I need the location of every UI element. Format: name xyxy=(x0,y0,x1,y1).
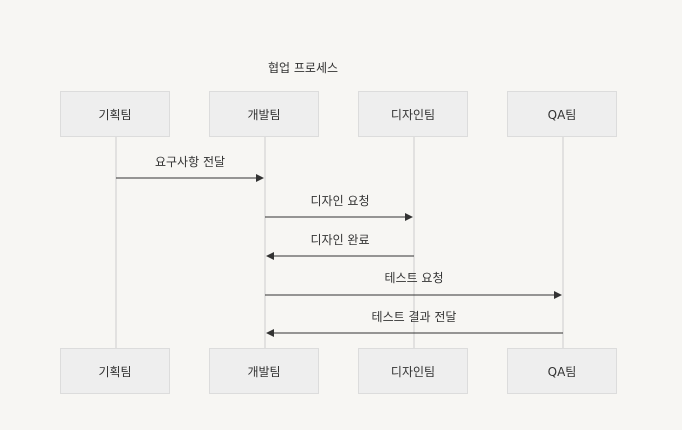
message-arrow-3 xyxy=(266,252,414,260)
actor-bottom-dev: 개발팀 xyxy=(209,348,319,394)
message-arrow-5 xyxy=(266,329,563,337)
message-label-test-request: 테스트 요청 xyxy=(384,271,444,285)
message-arrow-1 xyxy=(116,174,264,182)
arrowhead xyxy=(256,174,264,182)
message-arrow-2 xyxy=(265,213,413,221)
actor-top-planning: 기획팀 xyxy=(60,91,170,137)
message-label-design-done: 디자인 완료 xyxy=(310,233,370,247)
diagram-title: 협업 프로세스 xyxy=(267,61,339,75)
arrowhead xyxy=(266,329,274,337)
actor-top-qa: QA팀 xyxy=(507,91,617,137)
message-label-design-request: 디자인 요청 xyxy=(310,194,370,208)
actor-bottom-design: 디자인팀 xyxy=(358,348,468,394)
arrowhead xyxy=(266,252,274,260)
message-arrow-4 xyxy=(265,291,562,299)
message-label-requirements: 요구사항 전달 xyxy=(154,155,226,169)
actor-bottom-planning: 기획팀 xyxy=(60,348,170,394)
actor-bottom-qa: QA팀 xyxy=(507,348,617,394)
actor-top-dev: 개발팀 xyxy=(209,91,319,137)
message-label-test-result: 테스트 결과 전달 xyxy=(371,310,457,324)
arrowhead xyxy=(554,291,562,299)
arrowhead xyxy=(405,213,413,221)
actor-top-design: 디자인팀 xyxy=(358,91,468,137)
